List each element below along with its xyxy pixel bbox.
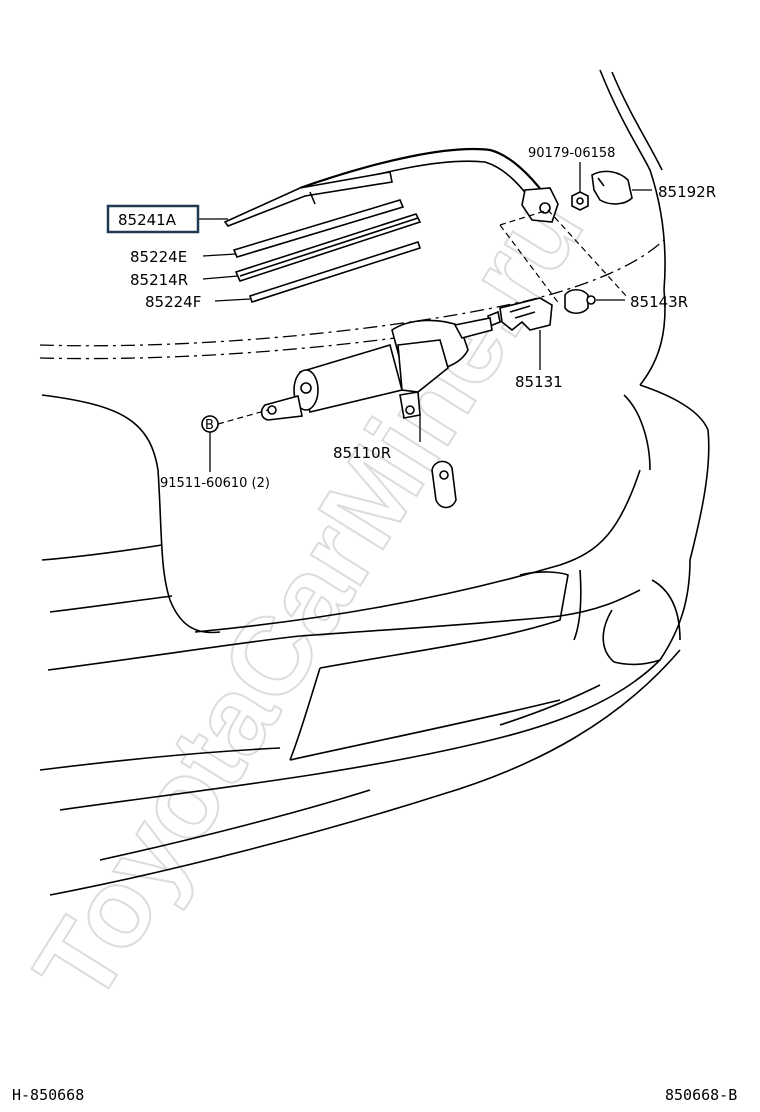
leader-lines: [198, 162, 652, 472]
blade-rubber-f: [248, 240, 422, 304]
vehicle-body-outline: [39, 69, 710, 896]
footer-right-code: 850668-B: [665, 1086, 737, 1104]
arm-cover-part: [591, 170, 633, 205]
callout-85224F[interactable]: 85224F: [145, 293, 201, 311]
watermark-text: ToyotaCarMine.ru: [11, 171, 607, 1022]
wiper-arm-assembly: [223, 147, 559, 227]
footer-left-code: H-850668: [12, 1086, 84, 1104]
blade-rubber-e: [232, 199, 405, 258]
callout-85224E[interactable]: 85224E: [130, 248, 187, 266]
wiper-motor-part: [260, 317, 493, 421]
callout-90179-06158[interactable]: 90179-06158: [528, 146, 615, 161]
callout-85143R[interactable]: 85143R: [630, 293, 688, 311]
callout-91511-60610[interactable]: 91511-60610 (2): [160, 476, 270, 491]
highlight-box: [106, 204, 200, 234]
bolt-mark: B: [201, 415, 219, 433]
bolt-mark-text: B: [205, 418, 214, 433]
washer-nozzle: [431, 460, 457, 509]
callout-85192R[interactable]: 85192R: [658, 183, 716, 201]
callout-85214R[interactable]: 85214R: [130, 271, 188, 289]
callout-labels: 85241A 85224E 85214R 85224F 90179-06158 …: [106, 146, 716, 491]
nut-part: [571, 191, 589, 211]
callout-85241A[interactable]: 85241A: [118, 211, 177, 229]
callout-85131[interactable]: 85131: [515, 373, 563, 391]
pivot-cap-part: [564, 288, 596, 315]
callout-85110R[interactable]: 85110R: [333, 444, 391, 462]
wiper-arm-rubber: [234, 213, 422, 282]
